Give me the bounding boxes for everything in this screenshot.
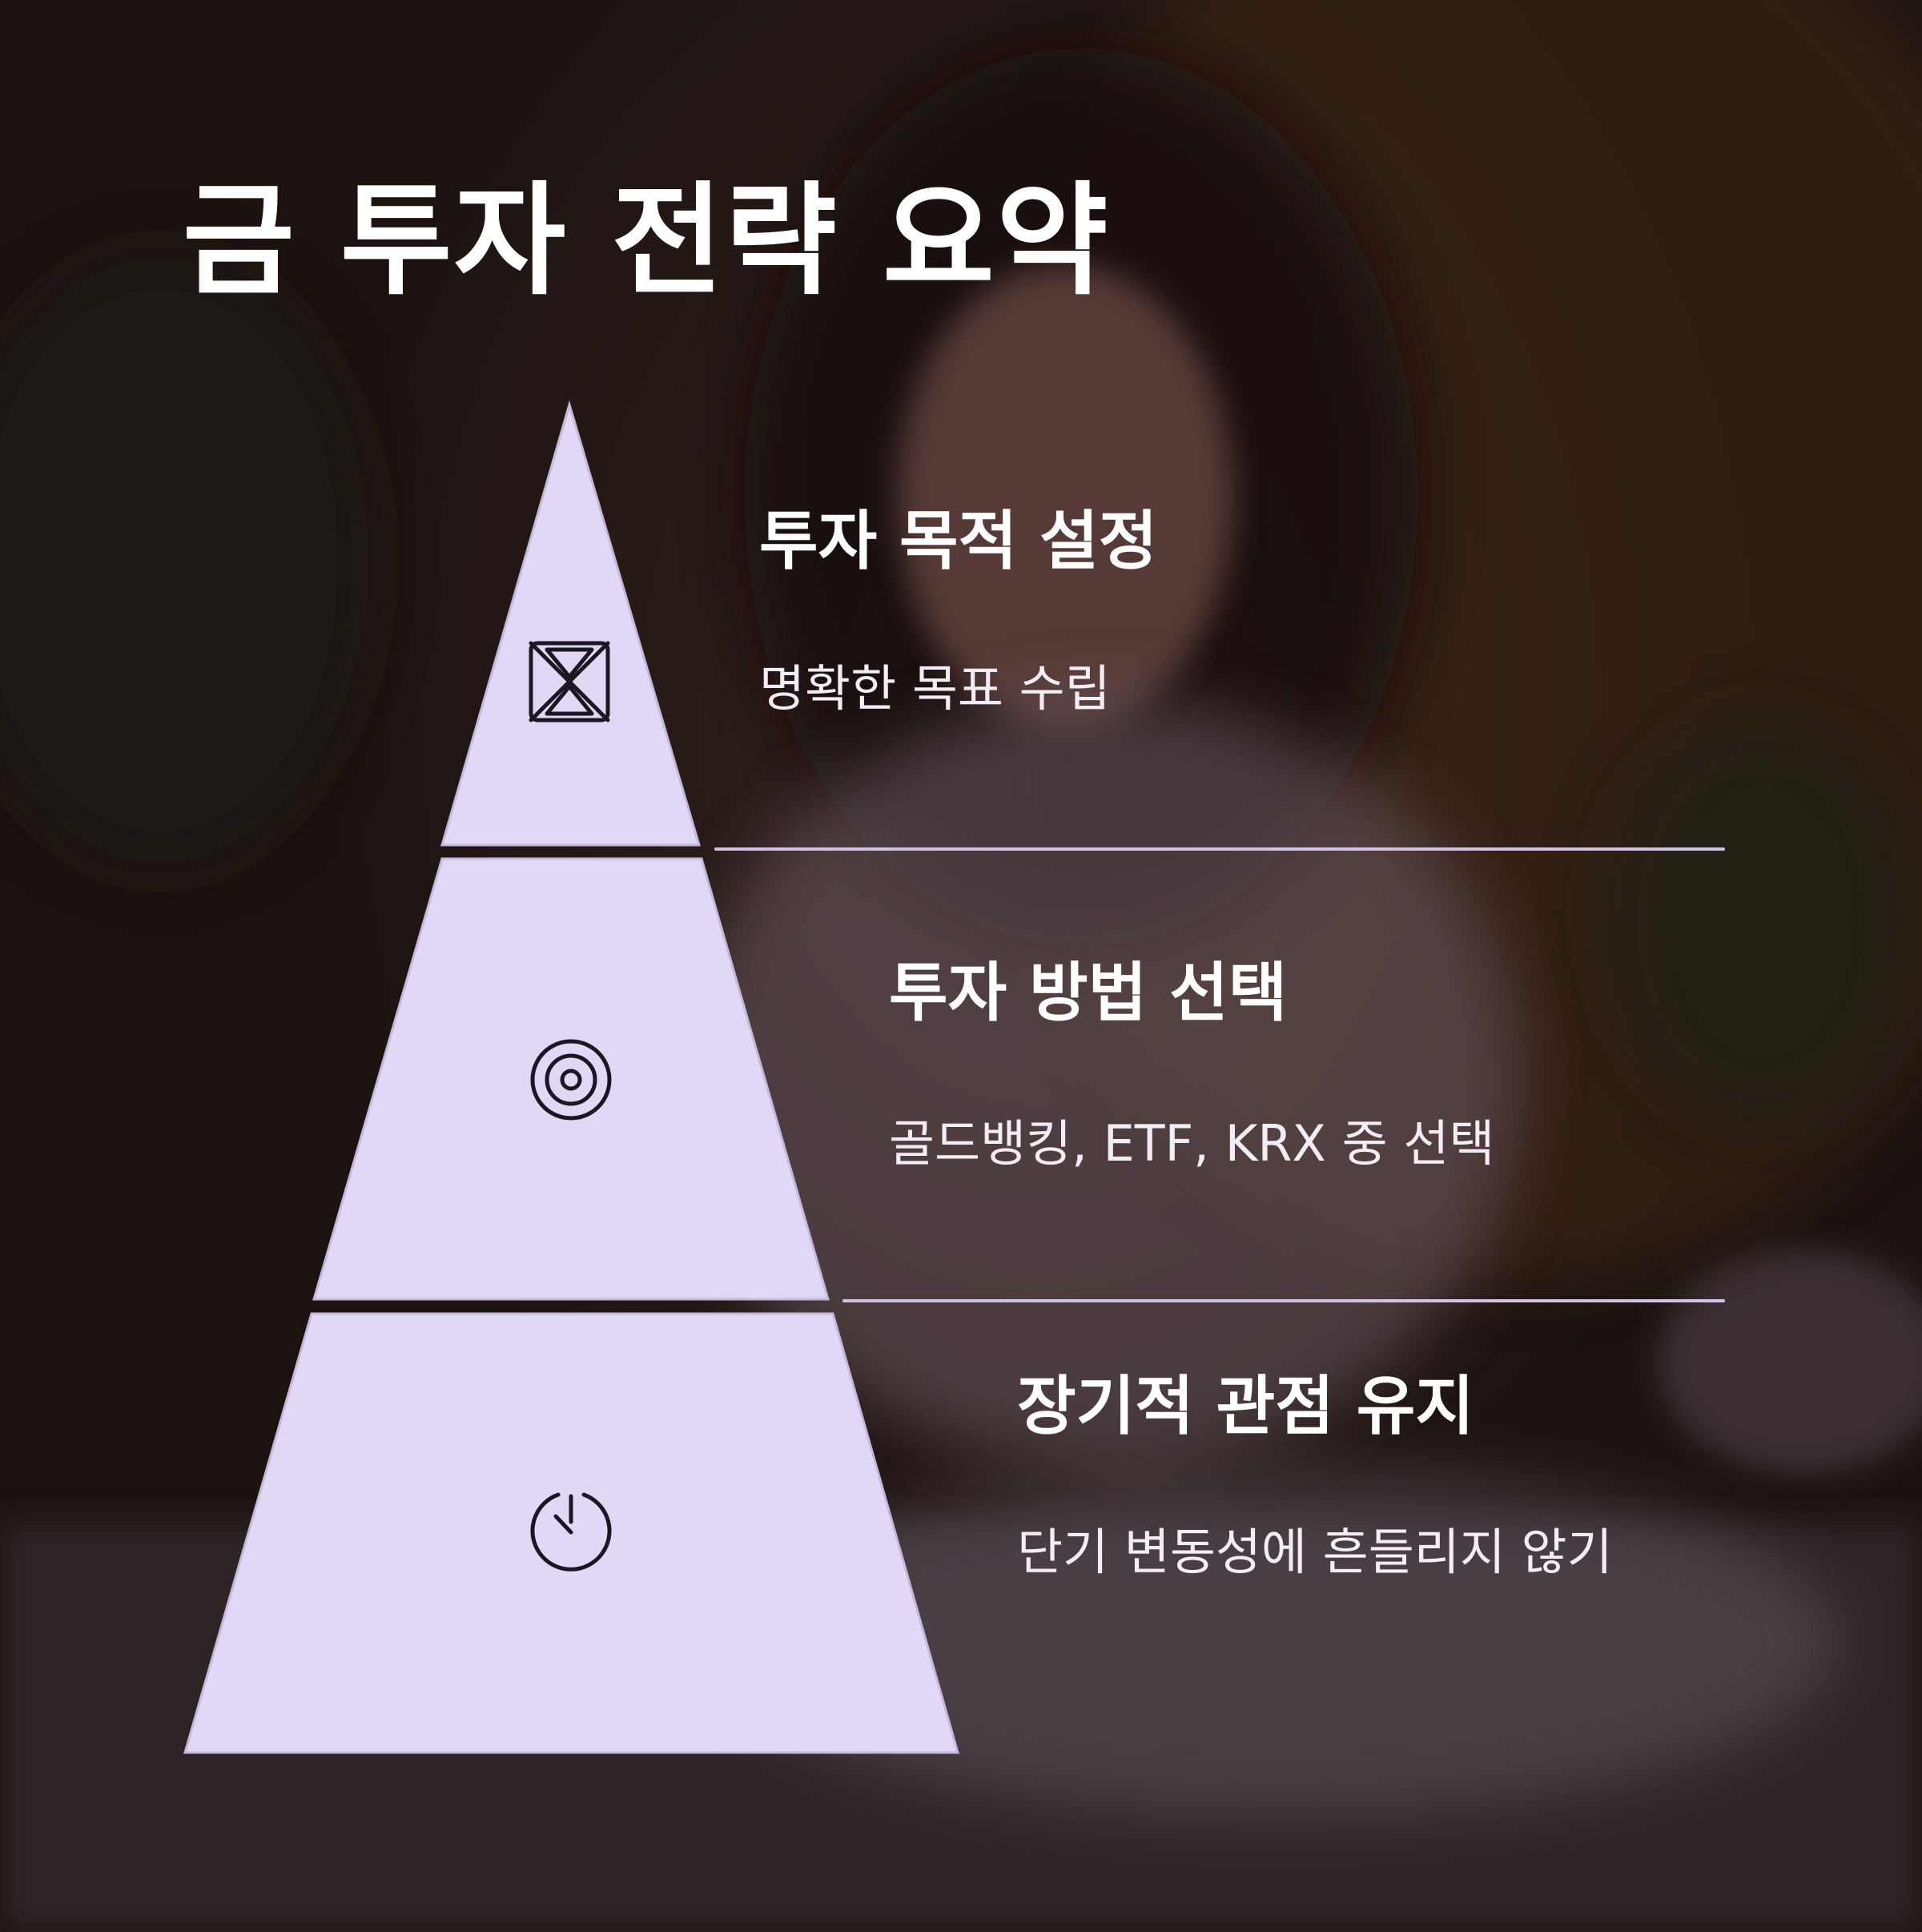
level-1-heading: 투자 목적 설정 <box>759 504 1158 578</box>
level-2-description: 골드뱅킹, ETF, KRX 중 선택 <box>889 1114 1495 1173</box>
level-1-description: 명확한 목표 수립 <box>759 659 1111 718</box>
page-title: 금 투자 전략 요약 <box>183 170 1110 312</box>
level-3-heading: 장기적 관점 유지 <box>1017 1369 1474 1443</box>
stopwatch-icon <box>530 1492 612 1572</box>
divider-2 <box>842 1299 1725 1302</box>
divider-1 <box>714 847 1725 851</box>
concentric-circles-icon <box>530 1039 612 1121</box>
pyramid-tier-middle <box>312 857 830 1301</box>
level-2-heading: 투자 방법 선택 <box>889 956 1288 1030</box>
target-crosshair-icon <box>529 641 610 722</box>
pyramid-tier-top <box>440 400 702 847</box>
level-3-description: 단기 변동성에 흔들리지 않기 <box>1017 1523 1613 1581</box>
